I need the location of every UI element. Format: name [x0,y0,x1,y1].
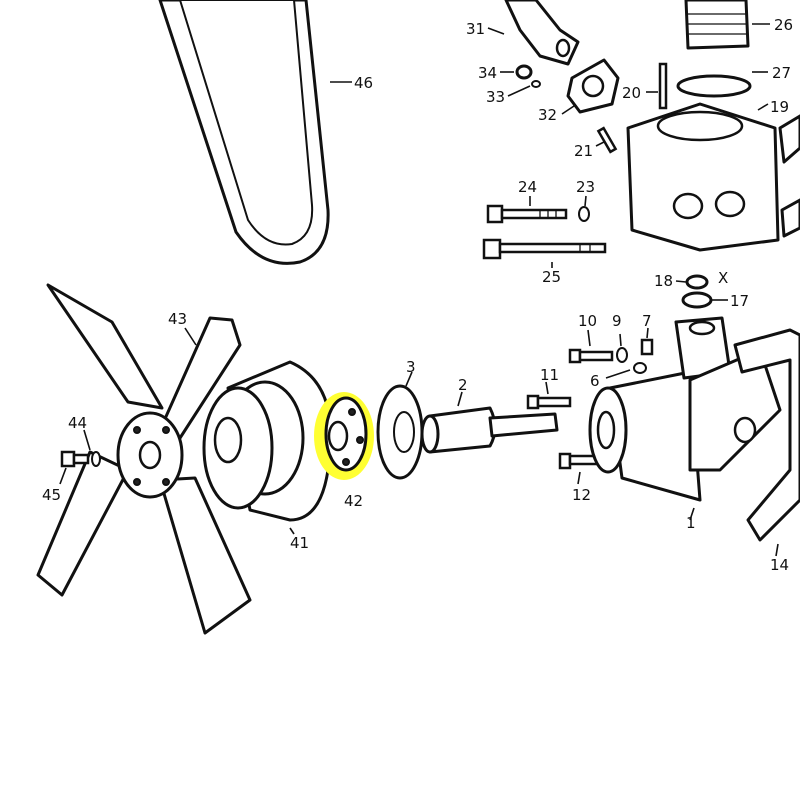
callout-10: 10 [578,312,597,330]
callout-2: 2 [458,376,468,394]
fan-bolt-and-washer: 44 45 [42,414,101,504]
callout-24: 24 [518,178,537,196]
callout-34: 34 [478,64,497,82]
callout-21: 21 [574,142,593,160]
callout-27: 27 [772,64,791,82]
hub-highlighted: 42 [314,392,374,510]
callout-6: 6 [590,372,600,390]
callout-32: 32 [538,106,557,124]
callout-17: 17 [730,292,749,310]
callout-1: 1 [686,514,696,532]
callout-11: 11 [540,366,559,384]
callout-23: 23 [576,178,595,196]
callout-20: 20 [622,84,641,102]
callout-26: 26 [774,16,793,34]
callout-46: 46 [354,74,373,92]
water-outlet-elbow: 31 32 34 33 [466,0,620,124]
fan-blades: 43 [36,283,252,635]
drive-belt: 46 [158,0,373,265]
thermostat-housing: 19 20 21 27 26 [574,0,800,252]
callout-33: 33 [486,88,505,106]
pump-gasket: 14 [733,328,800,574]
callout-9: 9 [612,312,622,330]
callout-19: 19 [770,98,789,116]
pump-body: 1 [588,316,782,532]
fan-pulley: 41 [202,360,333,552]
callout-x: X [718,269,728,287]
callout-45: 45 [42,486,61,504]
callout-31: 31 [466,20,485,38]
callout-12: 12 [572,486,591,504]
spindle-bearing: 2 [420,376,559,454]
callout-18: 18 [654,272,673,290]
callout-3: 3 [406,358,416,376]
washers-and-plug: 9 7 6 [590,312,654,390]
callout-43: 43 [168,310,187,328]
bearing-flange: 3 [376,358,424,480]
callout-14: 14 [770,556,789,574]
callout-25: 25 [542,268,561,286]
long-bolts: 24 23 25 [482,178,607,286]
callout-7: 7 [642,312,652,330]
top-washers: 18 X 17 [654,269,749,310]
callout-41: 41 [290,534,309,552]
callout-42: 42 [344,492,363,510]
callout-44: 44 [68,414,87,432]
